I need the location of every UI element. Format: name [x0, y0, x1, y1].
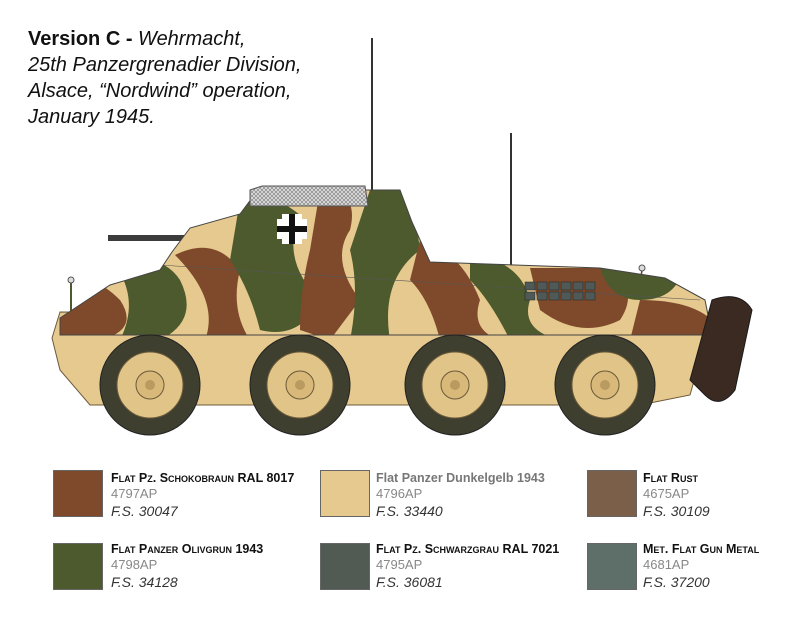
color-swatch [587, 470, 637, 517]
color-entry: Met. Flat Gun Metal 4681AP F.S. 37200 [643, 542, 759, 591]
camouflage-upper-hull [60, 190, 712, 335]
color-name: Flat Pz. Schokobraun RAL 8017 [111, 471, 295, 485]
color-fs: F.S. 30109 [643, 503, 710, 519]
wheel [249, 334, 351, 436]
color-name: Flat Rust [643, 471, 698, 485]
separator: - [120, 28, 139, 50]
wheel [99, 334, 201, 436]
color-code: 4681AP [643, 557, 690, 572]
color-entry: Flat Pz. Schwarzgrau RAL 7021 4795AP F.S… [376, 542, 559, 591]
version-label: Version C [28, 28, 121, 50]
color-name: Flat Panzer Olivgrun 1943 [111, 542, 264, 556]
color-code: 4797AP [111, 486, 158, 501]
armored-car-illustration [51, 38, 753, 436]
wheels [99, 334, 656, 436]
spare-wheel [689, 296, 753, 402]
color-code: 4796AP [376, 486, 423, 501]
color-swatch [320, 470, 370, 517]
color-code: 4798AP [111, 557, 158, 572]
color-fs: F.S. 30047 [111, 503, 178, 519]
wheel [404, 334, 506, 436]
caption-line-4: January 1945. [28, 106, 155, 128]
color-swatch [587, 543, 637, 590]
color-fs: F.S. 36081 [376, 574, 443, 590]
main-gun [108, 235, 203, 241]
color-swatch [53, 470, 103, 517]
caption-line-3: Alsace, “Nordwind” operation, [28, 80, 292, 102]
color-code: 4675AP [643, 486, 690, 501]
balkenkreuz-insignia [277, 214, 307, 244]
color-entry: Flat Panzer Dunkelgelb 1943 4796AP F.S. … [376, 471, 545, 520]
turret-mesh-screen [249, 185, 369, 207]
color-swatch [53, 543, 103, 590]
color-swatch [320, 543, 370, 590]
color-name: Flat Panzer Dunkelgelb 1943 [376, 471, 545, 485]
caption-line-2: 25th Panzergrenadier Division, [28, 54, 302, 76]
color-name: Flat Pz. Schwarzgrau RAL 7021 [376, 542, 560, 556]
color-entry: Flat Rust 4675AP F.S. 30109 [643, 471, 710, 520]
color-fs: F.S. 34128 [111, 574, 178, 590]
wheel [554, 334, 656, 436]
color-fs: F.S. 37200 [643, 574, 710, 590]
color-name: Met. Flat Gun Metal [643, 542, 760, 556]
color-code: 4795AP [376, 557, 423, 572]
color-entry: Flat Panzer Olivgrun 1943 4798AP F.S. 34… [111, 542, 263, 591]
caption-line-1: Wehrmacht, [138, 28, 246, 50]
version-caption: Version C - Wehrmacht, 25th Panzergrenad… [28, 26, 388, 130]
color-entry: Flat Pz. Schokobraun RAL 8017 4797AP F.S… [111, 471, 294, 520]
color-fs: F.S. 33440 [376, 503, 443, 519]
